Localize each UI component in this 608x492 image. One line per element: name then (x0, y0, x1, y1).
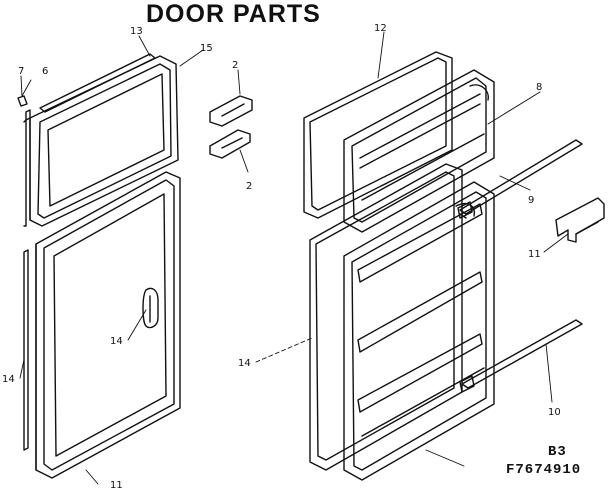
fresh-food-side-strip (23, 249, 29, 451)
door-trim-clip (17, 95, 31, 227)
callout-10: 10 (548, 407, 561, 418)
callout-11-bottom: 11 (110, 480, 123, 491)
fresh-food-door-liner (343, 181, 495, 481)
freezer-door-liner (343, 69, 495, 233)
callout-14-left: 14 (2, 374, 15, 385)
door-hinge-lower (209, 129, 251, 159)
callout-2-upper: 2 (232, 60, 239, 71)
freezer-door-panel (303, 51, 453, 219)
freezer-breaker-strip (39, 53, 156, 113)
callout-13: 13 (130, 26, 143, 37)
callout-9: 9 (528, 195, 535, 206)
freezer-door-gasket (29, 55, 179, 227)
callout-2-lower: 2 (246, 181, 253, 192)
page-code: B3 (548, 444, 567, 460)
door-handle (142, 287, 159, 329)
callout-15: 15 (200, 43, 213, 54)
callout-14-center: 14 (238, 358, 251, 369)
fresh-food-door-gasket (35, 171, 181, 479)
callout-8: 8 (536, 82, 543, 93)
callout-6: 6 (42, 66, 49, 77)
shelf-end-cap (555, 197, 605, 243)
callout-leaders (19, 31, 569, 485)
door-shelf-bar-lower (459, 319, 583, 393)
callout-7: 7 (18, 66, 25, 77)
door-hinge-upper (209, 95, 253, 127)
callout-12: 12 (374, 23, 387, 34)
diagram-title: DOOR PARTS (146, 0, 321, 28)
part-number: F7674910 (506, 462, 582, 478)
door-shelf-bar-upper (457, 139, 583, 219)
callout-11-right: 11 (528, 249, 541, 260)
callout-14-handle: 14 (110, 336, 123, 347)
